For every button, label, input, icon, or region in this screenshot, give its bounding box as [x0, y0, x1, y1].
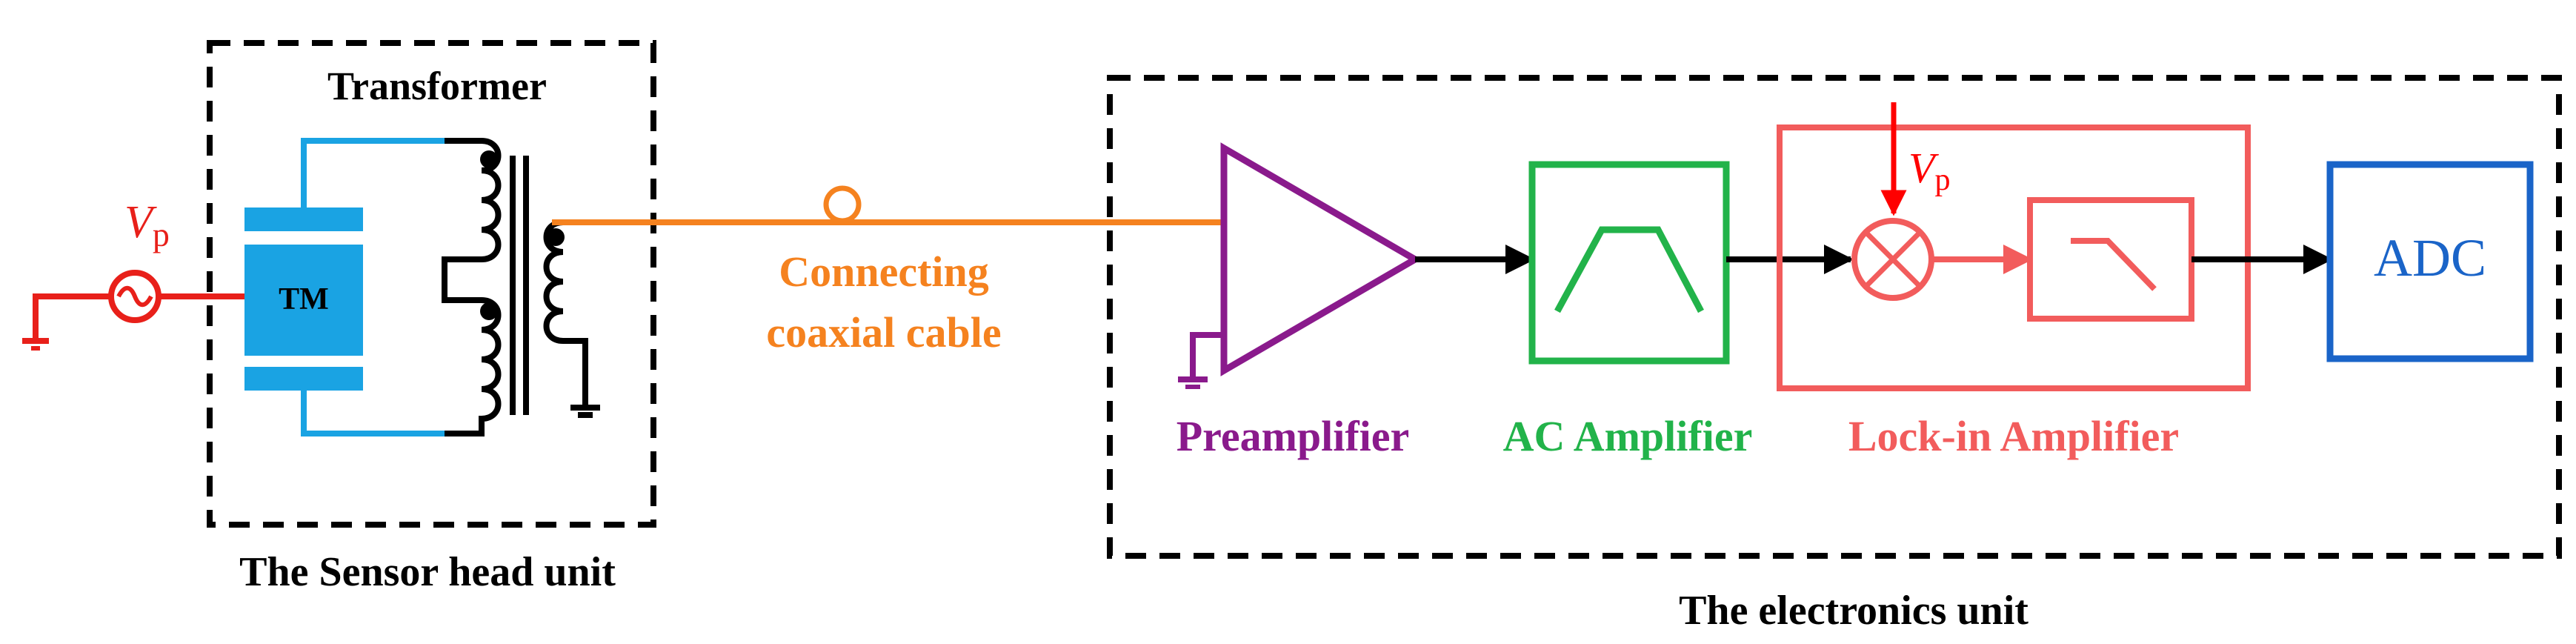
ac-amplifier-block — [1528, 161, 1730, 365]
preamplifier-symbol — [1178, 142, 1422, 389]
primary-dot-top — [480, 150, 498, 168]
source-voltage-symbol: V — [124, 197, 157, 248]
tm-sensor — [244, 138, 482, 436]
reference-voltage-symbol: V — [1908, 144, 1940, 192]
primary-dot-bottom — [480, 302, 498, 320]
reference-voltage-label: Vp — [1908, 144, 1950, 197]
transformer-label: Transformer — [327, 64, 547, 108]
coaxial-cable — [552, 185, 1224, 225]
source-voltage-subscript: p — [153, 216, 170, 253]
sensor-head-unit-caption: The Sensor head unit — [239, 549, 616, 595]
transformer-symbol — [442, 138, 600, 436]
lockin-amplifier-label: Lock-in Amplifier — [1848, 412, 2179, 460]
electronics-unit-box — [1107, 75, 2562, 559]
lockin-amplifier-block — [1777, 102, 2251, 391]
preamplifier-label: Preamplifier — [1176, 412, 1410, 460]
adc-block — [2326, 161, 2534, 362]
cable-label-line1: Connecting — [779, 248, 989, 296]
reference-voltage-subscript: p — [1934, 163, 1950, 197]
tm-label: TM — [279, 282, 329, 316]
source-voltage-label: Vp — [124, 197, 170, 253]
electronics-unit-caption: The electronics unit — [1679, 588, 2028, 634]
sensor-head-unit-box — [207, 40, 656, 528]
secondary-dot — [547, 228, 565, 246]
adc-label: ADC — [2374, 228, 2486, 288]
ac-amplifier-label: AC Amplifier — [1503, 412, 1753, 460]
cable-label-line2: coaxial cable — [766, 308, 1001, 356]
voltage-source — [22, 270, 244, 351]
